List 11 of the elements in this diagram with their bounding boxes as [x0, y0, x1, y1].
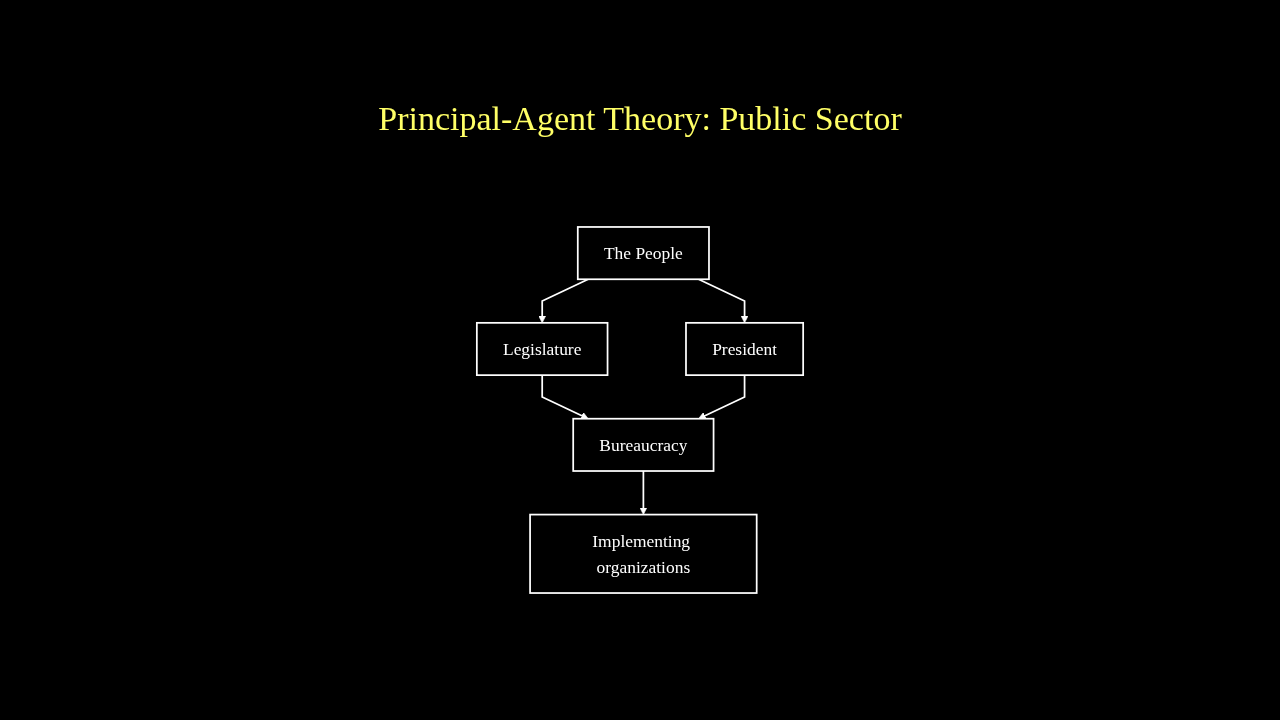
arrow [538, 278, 590, 324]
arrow [639, 470, 648, 515]
arrow [697, 278, 749, 324]
node-box: President [685, 321, 805, 376]
node-box: Legislature [475, 321, 609, 376]
arrow [698, 374, 746, 420]
node-box: Bureaucracy [572, 417, 715, 472]
node-box: Implementing organizations [529, 513, 758, 594]
node-box: The People [576, 226, 710, 281]
slide-title: Principal-Agent Theory: Public Sector [378, 100, 902, 137]
arrow [541, 374, 589, 420]
